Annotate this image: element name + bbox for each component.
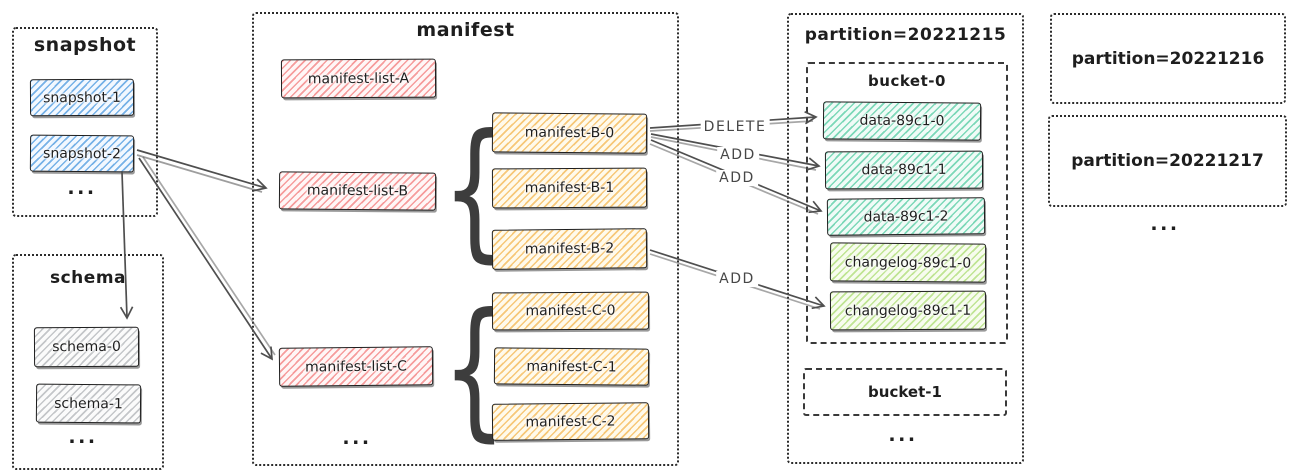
node-data-89c1-0: data-89c1-0: [822, 101, 982, 141]
node-label: manifest-C-2: [525, 413, 616, 430]
snapshot-ellipsis: ...: [67, 177, 97, 199]
node-data-89c1-2: data-89c1-2: [826, 197, 986, 236]
node-manifest-b-2: manifest-B-2: [491, 228, 648, 270]
partition-20221215-ellipsis: ...: [888, 424, 918, 446]
node-manifest-c-1: manifest-C-1: [493, 347, 650, 386]
node-changelog-89c1-0: changelog-89c1-0: [829, 242, 987, 283]
node-label: manifest-B-2: [524, 240, 615, 258]
schema-title: schema: [49, 268, 126, 288]
node-label: schema-0: [52, 338, 121, 356]
snapshot-container: snapshot: [12, 27, 158, 217]
schema-container: schema: [12, 254, 164, 470]
node-schema-1: schema-1: [35, 383, 142, 424]
edge-label-add-1: ADD: [717, 147, 759, 163]
bucket-0-title: bucket-0: [868, 72, 946, 90]
node-label: manifest-B-1: [524, 179, 615, 197]
node-label: manifest-list-C: [305, 357, 407, 376]
node-changelog-89c1-1: changelog-89c1-1: [829, 290, 987, 331]
node-manifest-b-0: manifest-B-0: [491, 112, 648, 154]
edge-label-add-3: ADD: [716, 271, 758, 287]
node-label: schema-1: [54, 395, 123, 412]
edge-label-add-2: ADD: [716, 170, 758, 186]
node-snapshot-2: snapshot-2: [29, 134, 135, 173]
node-snapshot-1: snapshot-1: [29, 78, 135, 117]
edge-label-delete: DELETE: [700, 119, 770, 135]
partition-20221215-container: partition=20221215: [787, 13, 1024, 464]
node-manifest-list-b: manifest-list-B: [278, 171, 437, 211]
partition-20221215-title: partition=20221215: [804, 25, 1007, 45]
partitions-ellipsis: ...: [1150, 213, 1180, 235]
node-label: snapshot-2: [43, 145, 121, 162]
partition-20221217-title: partition=20221217: [1071, 151, 1264, 171]
manifest-ellipsis: ...: [342, 427, 372, 449]
schema-ellipsis: ...: [68, 426, 98, 448]
manifest-title: manifest: [416, 19, 515, 41]
node-manifest-b-1: manifest-B-1: [491, 167, 648, 209]
partition-20221217-container: partition=20221217: [1048, 115, 1287, 207]
bucket-1-title: bucket-1: [868, 383, 942, 401]
partition-20221216-title: partition=20221216: [1071, 48, 1265, 69]
node-label: changelog-89c1-1: [844, 302, 972, 319]
node-label: manifest-list-A: [307, 70, 410, 87]
node-manifest-c-0: manifest-C-0: [491, 291, 650, 331]
node-label: manifest-C-0: [525, 302, 616, 320]
partition-20221216-container: partition=20221216: [1050, 13, 1286, 104]
node-label: snapshot-1: [43, 89, 121, 106]
node-data-89c1-1: data-89c1-1: [824, 150, 984, 190]
node-label: manifest-B-0: [524, 124, 615, 142]
snapshot-title: snapshot: [33, 34, 137, 56]
node-label: data-89c1-2: [863, 208, 949, 225]
node-manifest-list-c: manifest-list-C: [278, 346, 434, 387]
bucket-1-container: bucket-1: [803, 368, 1007, 416]
node-manifest-list-a: manifest-list-A: [280, 58, 437, 99]
node-schema-0: schema-0: [33, 326, 140, 368]
node-manifest-c-2: manifest-C-2: [491, 402, 650, 441]
node-label: data-89c1-1: [861, 161, 947, 179]
node-label: data-89c1-0: [859, 112, 945, 130]
node-label: manifest-list-B: [306, 182, 409, 200]
node-label: manifest-C-1: [526, 358, 617, 375]
node-label: changelog-89c1-0: [844, 253, 972, 272]
